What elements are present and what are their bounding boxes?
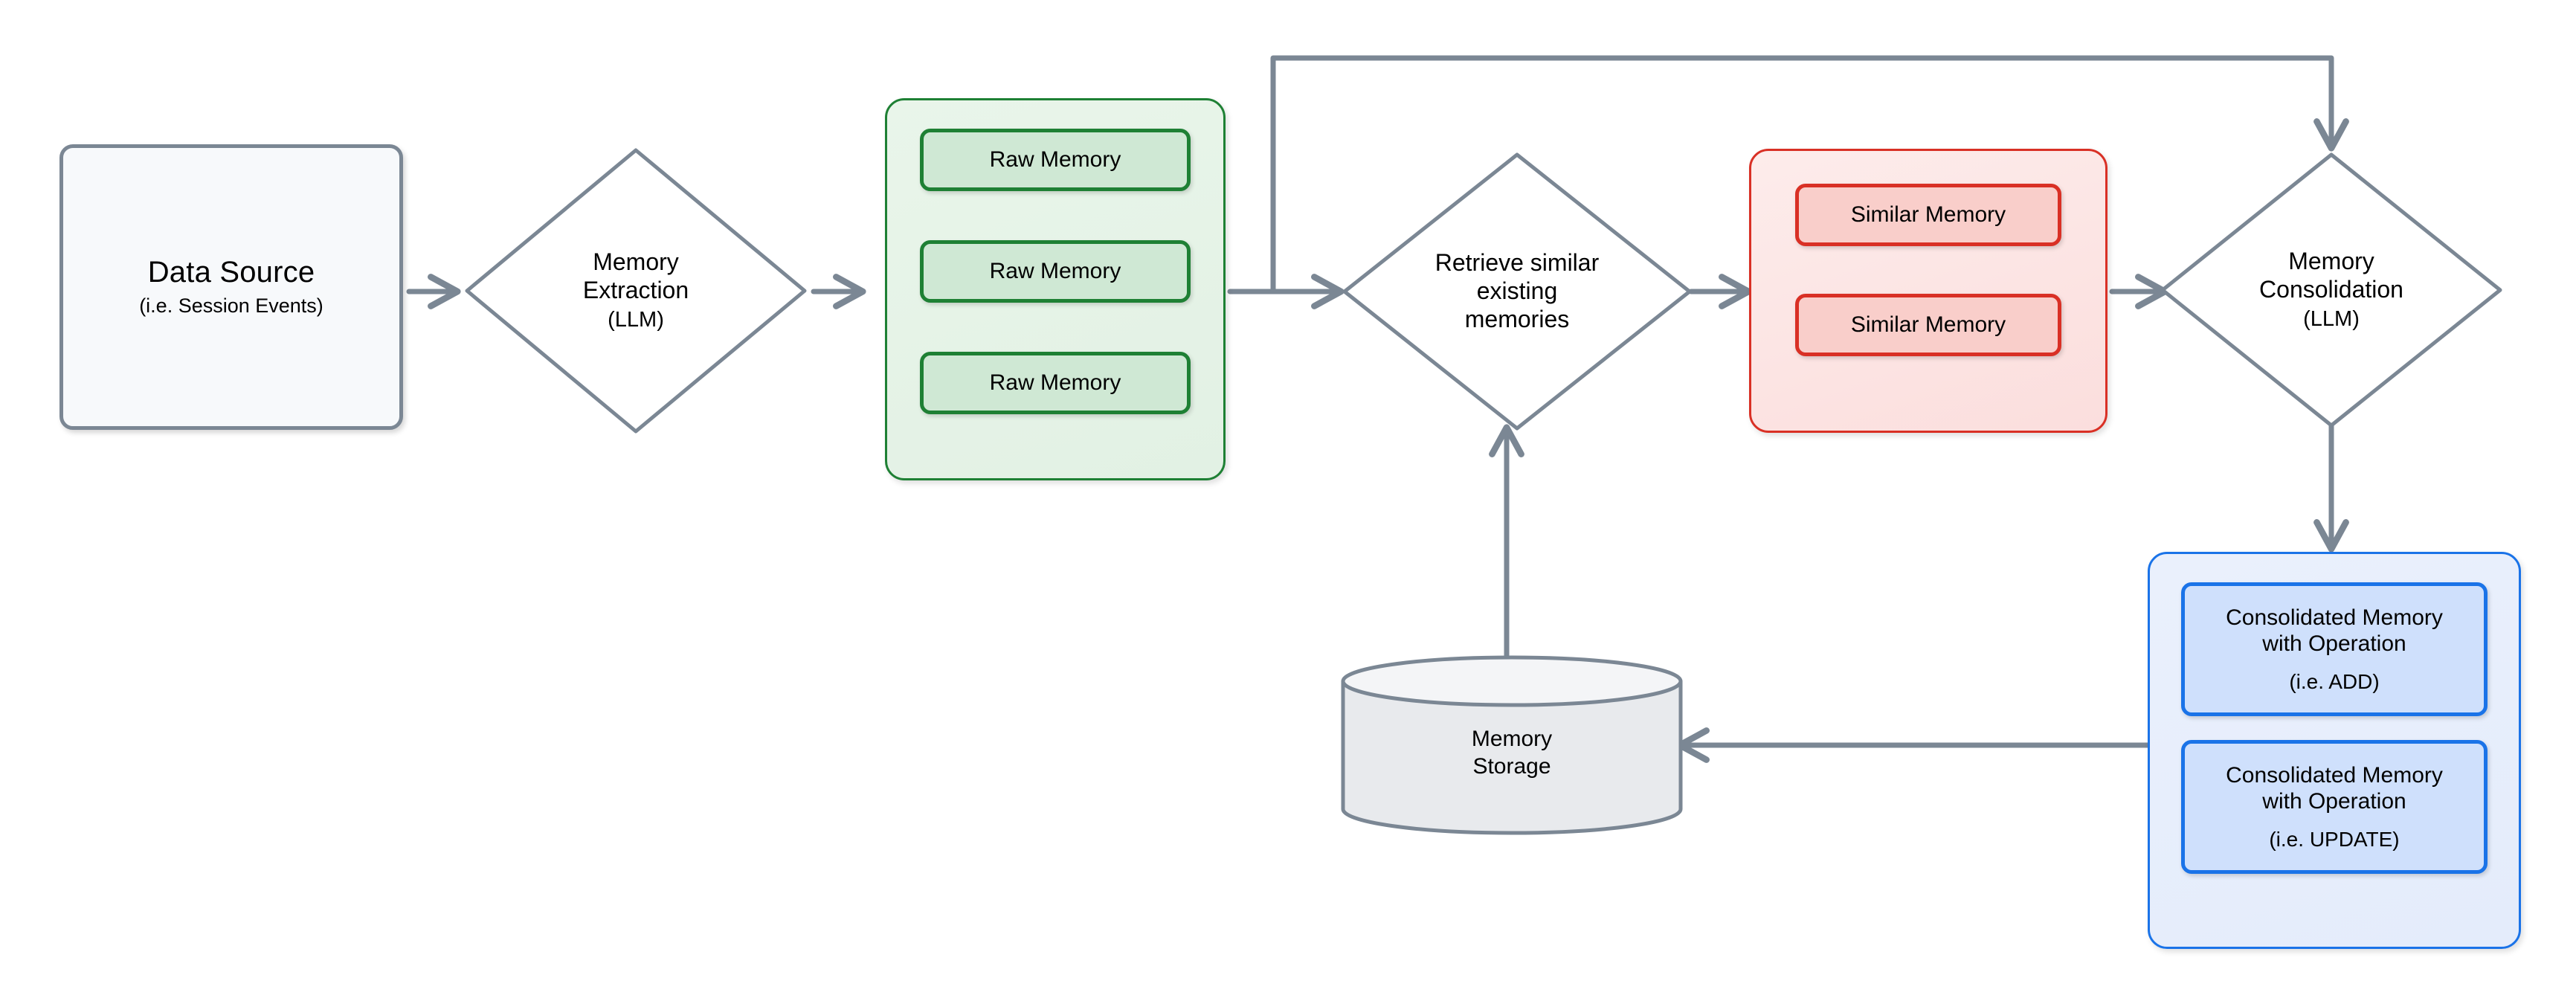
card-consolidated-memory-1[interactable]: Consolidated Memory with Operation (i.e.… [2181, 582, 2488, 716]
diamond-shape [2160, 152, 2502, 428]
raw-memory-3-label: Raw Memory [989, 370, 1121, 396]
card-consolidated-memory-2[interactable]: Consolidated Memory with Operation (i.e.… [2181, 740, 2488, 874]
consolidated-memory-1-line1: Consolidated Memory [2226, 605, 2443, 630]
similar-memory-2-label: Similar Memory [1850, 312, 2006, 338]
cylinder-shape [1341, 655, 1683, 835]
consolidated-memory-1-sub: (i.e. ADD) [2289, 669, 2380, 693]
card-raw-memory-1[interactable]: Raw Memory [920, 129, 1191, 191]
node-data-source[interactable]: Data Source (i.e. Session Events) [59, 144, 403, 430]
diamond-shape [465, 148, 807, 434]
node-memory-extraction[interactable]: Memory Extraction (LLM) [461, 144, 811, 437]
card-raw-memory-3[interactable]: Raw Memory [920, 352, 1191, 414]
raw-memory-2-label: Raw Memory [989, 259, 1121, 284]
data-source-title: Data Source [147, 256, 315, 289]
consolidated-memory-2-sub: (i.e. UPDATE) [2269, 827, 2400, 851]
consolidated-memory-2-line1: Consolidated Memory [2226, 762, 2443, 788]
consolidated-memory-1-line2: with Operation [2262, 631, 2406, 657]
diamond-shape [1342, 152, 1692, 431]
data-source-subtitle: (i.e. Session Events) [139, 294, 323, 318]
consolidated-memory-2-line2: with Operation [2262, 789, 2406, 814]
similar-memory-1-label: Similar Memory [1850, 202, 2006, 228]
group-raw-memory[interactable]: Raw Memory Raw Memory Raw Memory [885, 98, 1226, 480]
node-retrieve-similar[interactable]: Retrieve similar existing memories [1339, 149, 1696, 434]
node-memory-storage[interactable]: Memory Storage [1339, 655, 1685, 835]
card-similar-memory-2[interactable]: Similar Memory [1795, 294, 2061, 356]
group-similar-memory[interactable]: Similar Memory Similar Memory [1749, 149, 2108, 433]
node-memory-consolidation[interactable]: Memory Consolidation (LLM) [2157, 149, 2506, 431]
group-consolidated-memory[interactable]: Consolidated Memory with Operation (i.e.… [2148, 552, 2521, 949]
card-raw-memory-2[interactable]: Raw Memory [920, 240, 1191, 303]
card-similar-memory-1[interactable]: Similar Memory [1795, 184, 2061, 246]
raw-memory-1-label: Raw Memory [989, 147, 1121, 173]
